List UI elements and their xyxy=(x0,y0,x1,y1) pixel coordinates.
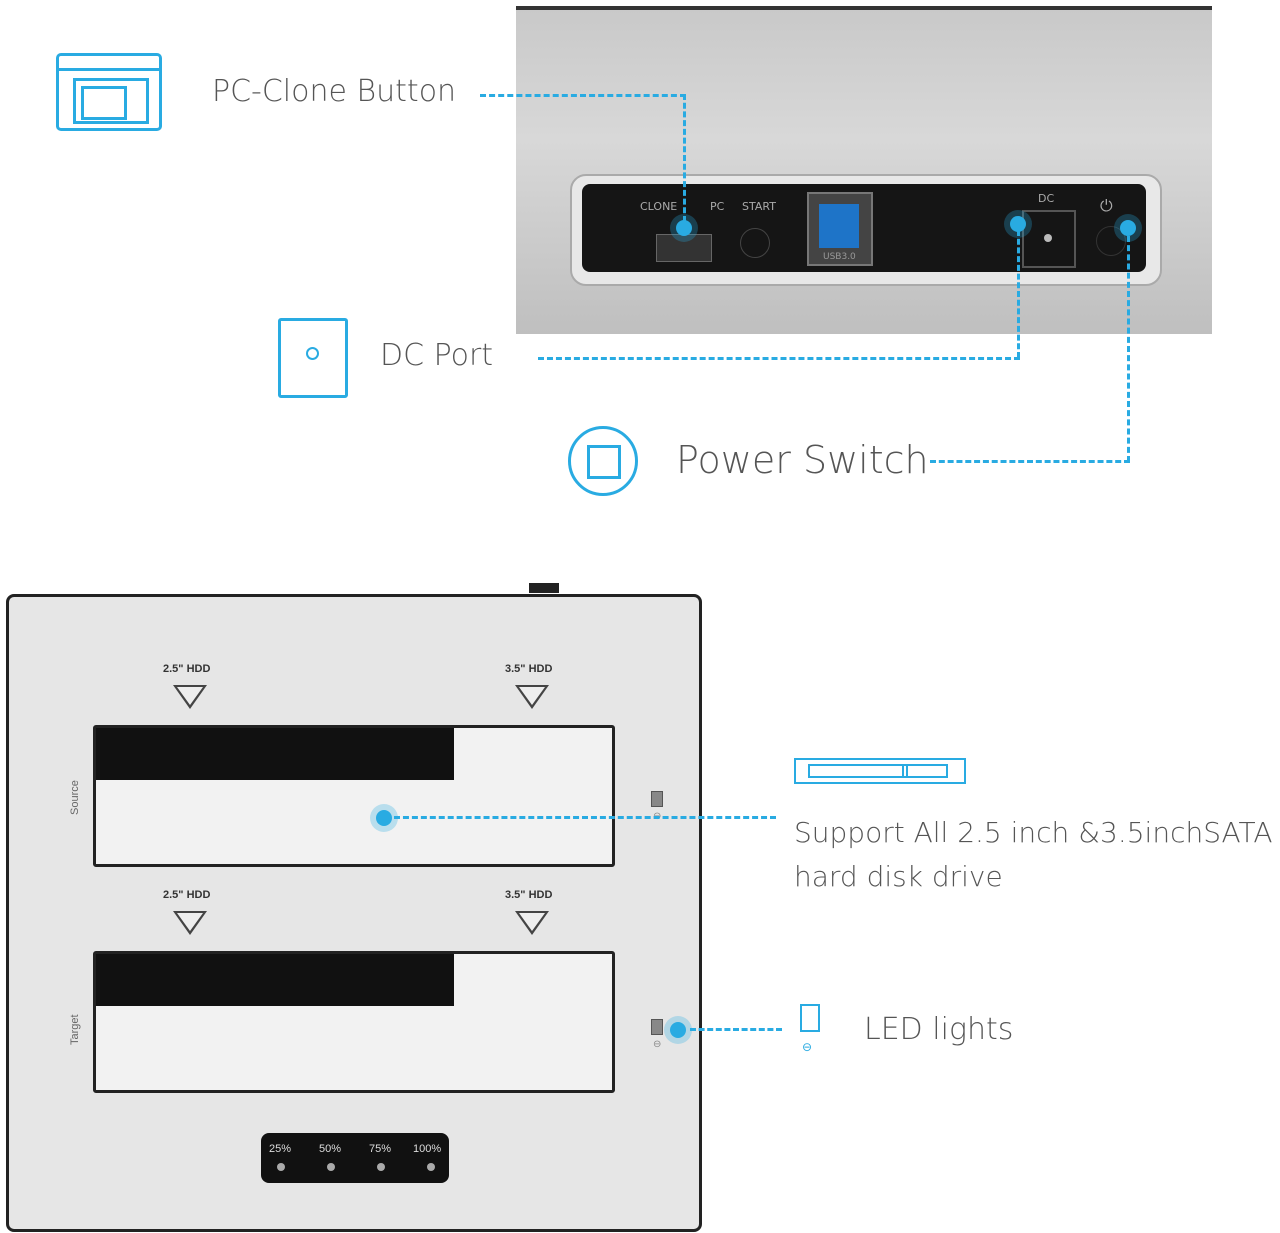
dc-jack-pin xyxy=(1044,234,1052,242)
port-plate: CLONE PC START USB3.0 DC ⏻ xyxy=(570,174,1162,286)
sata-callout-line2: hard disk drive xyxy=(794,860,1003,893)
start-port-label: START xyxy=(742,200,776,213)
target-left-arrow-icon xyxy=(173,911,207,935)
progress-label-100: 100% xyxy=(413,1143,442,1155)
power-switch-icon-square xyxy=(587,445,621,479)
dc-port-leader-v xyxy=(1017,230,1020,358)
sata-callout-line1: Support All 2.5 inch &3.5inchSATA xyxy=(794,816,1273,849)
progress-label-50: 50% xyxy=(319,1143,342,1155)
progress-dot-100 xyxy=(427,1163,435,1171)
progress-dot-25 xyxy=(277,1163,285,1171)
pc-clone-icon-bar xyxy=(59,68,159,71)
clone-port-label: CLONE xyxy=(640,200,678,213)
power-switch-marker xyxy=(1120,220,1136,236)
source-side-label: Source xyxy=(69,780,81,815)
source-bay[interactable] xyxy=(93,725,615,867)
target-side-label: Target xyxy=(69,1014,81,1045)
usb3-label: USB3.0 xyxy=(823,252,856,262)
pc-clone-icon-knob xyxy=(81,86,127,120)
target-led-icon: ⊖ xyxy=(653,1039,662,1050)
led-icon xyxy=(800,1004,820,1032)
source-bay-slot xyxy=(96,728,454,780)
sata-drive-icon-connector xyxy=(808,764,908,778)
dock-top-view: 2.5" HDD 3.5" HDD Source ⊖ 2.5" HDD 3.5"… xyxy=(6,583,702,1232)
target-bay-right-size: 3.5" HDD xyxy=(505,889,553,901)
dc-port-label: DC xyxy=(1038,192,1055,205)
progress-dot-50 xyxy=(327,1163,335,1171)
sata-drive-icon xyxy=(794,758,966,784)
target-bay[interactable] xyxy=(93,951,615,1093)
back-panel-device: CLONE PC START USB3.0 DC ⏻ xyxy=(516,6,1212,334)
sata-marker xyxy=(376,810,392,826)
source-bay-left-size: 2.5" HDD xyxy=(163,663,211,675)
power-switch-icon xyxy=(568,426,638,496)
source-bay-right-size: 3.5" HDD xyxy=(505,663,553,675)
target-right-arrow-icon xyxy=(515,911,549,935)
source-led xyxy=(651,791,663,807)
dc-port-icon-hole xyxy=(306,347,319,360)
dock-top-view-handle xyxy=(529,583,559,593)
pc-clone-icon xyxy=(56,53,162,131)
dc-port-marker xyxy=(1010,216,1026,232)
clone-switch[interactable] xyxy=(656,234,712,262)
usb3-port-blue xyxy=(819,204,859,248)
led-callout-text: LED lights xyxy=(864,1012,1014,1047)
target-led xyxy=(651,1019,663,1035)
source-right-arrow-icon xyxy=(515,685,549,709)
port-plate-inner: CLONE PC START USB3.0 DC ⏻ xyxy=(582,184,1146,272)
progress-dot-75 xyxy=(377,1163,385,1171)
sata-drive-icon-power xyxy=(902,764,948,778)
power-leader-v xyxy=(1127,236,1130,462)
power-leader-h xyxy=(930,460,1130,463)
dc-port-leader-h xyxy=(538,357,1020,360)
led-marker xyxy=(670,1022,686,1038)
target-bay-slot xyxy=(96,954,454,1006)
sata-leader-h xyxy=(394,816,776,819)
pc-port-label: PC xyxy=(710,200,725,213)
progress-label-75: 75% xyxy=(369,1143,392,1155)
start-button[interactable] xyxy=(740,228,770,258)
led-leader-h xyxy=(690,1028,782,1031)
dc-jack xyxy=(1022,210,1076,268)
pc-clone-leader-v xyxy=(683,94,686,222)
target-bay-left-size: 2.5" HDD xyxy=(163,889,211,901)
pc-clone-icon-switch xyxy=(73,78,149,124)
dc-port-icon xyxy=(278,318,348,398)
led-icon-drive: ⊖ xyxy=(802,1040,813,1054)
usb3-port: USB3.0 xyxy=(807,192,873,266)
power-switch[interactable] xyxy=(1096,226,1126,256)
source-left-arrow-icon xyxy=(173,685,207,709)
progress-indicator: 25% 50% 75% 100% xyxy=(261,1133,449,1183)
progress-label-25: 25% xyxy=(269,1143,292,1155)
power-symbol-icon: ⏻ xyxy=(1100,196,1113,215)
dc-port-callout-text: DC Port xyxy=(380,338,494,373)
pc-clone-callout-text: PC-Clone Button xyxy=(212,74,457,109)
pc-clone-leader-h xyxy=(480,94,686,97)
pc-clone-marker xyxy=(676,220,692,236)
power-switch-callout-text: Power Switch xyxy=(676,438,929,482)
